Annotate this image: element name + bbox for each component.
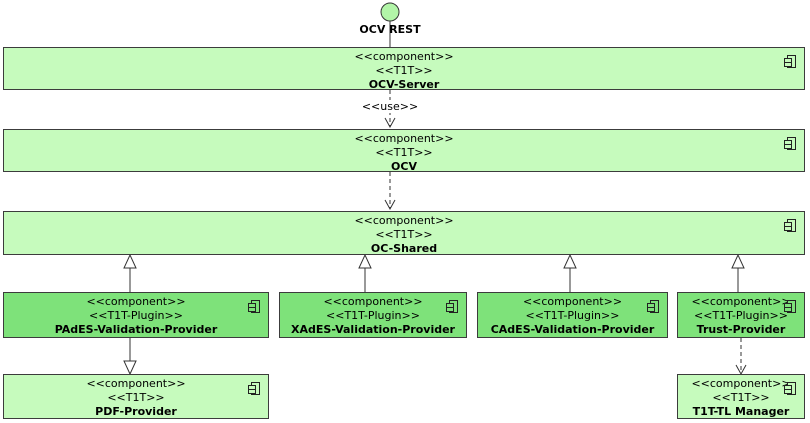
stereotype-label: <<component>>: [354, 50, 454, 63]
component-icon: [784, 382, 796, 395]
component-pades-validation-provider[interactable]: <<component>> <<T1T-Plugin>> PAdES-Valid…: [3, 292, 269, 338]
tag-label: <<T1T>>: [375, 64, 433, 77]
stereotype-label: <<component>>: [86, 377, 186, 390]
tag-label: <<T1T>>: [375, 228, 433, 241]
stereotype-label: <<component>>: [354, 214, 454, 227]
tag-label: <<T1T-Plugin>>: [326, 309, 420, 322]
stereotype-label: <<component>>: [691, 295, 791, 308]
stereotype-label: <<component>>: [86, 295, 186, 308]
component-name: XAdES-Validation-Provider: [291, 323, 455, 336]
stereotype-label: <<component>>: [323, 295, 423, 308]
use-stereotype-label: <<use>>: [352, 100, 428, 113]
component-name: PDF-Provider: [95, 405, 177, 418]
component-name: OC-Shared: [370, 242, 438, 255]
component-oc-shared[interactable]: <<component>> <<T1T>> OC-Shared: [3, 211, 805, 255]
component-icon: [784, 55, 796, 68]
component-icon: [784, 219, 796, 232]
tag-label: <<T1T>>: [107, 391, 165, 404]
interface-circle-icon: [380, 2, 400, 22]
pades-generalization-arrowhead: [123, 253, 137, 269]
component-ocv[interactable]: <<component>> <<T1T>> OCV: [3, 129, 805, 173]
stereotype-label: <<component>>: [691, 377, 791, 390]
component-name: OCV: [391, 160, 417, 173]
tag-label: <<T1T-Plugin>>: [525, 309, 620, 322]
use-dependency-arrowhead: [384, 117, 396, 129]
stereotype-label: <<component>>: [522, 295, 623, 308]
component-name: PAdES-Validation-Provider: [54, 323, 218, 336]
component-icon: [647, 300, 659, 313]
component-pdf-provider[interactable]: <<component>> <<T1T>> PDF-Provider: [3, 374, 269, 419]
component-ocv-server[interactable]: <<component>> <<T1T>> OCV-Server: [3, 47, 805, 91]
interface-label: OCV REST: [359, 23, 421, 36]
tag-label: <<T1T-Plugin>>: [89, 309, 183, 322]
stereotype-label: <<component>>: [354, 132, 454, 145]
component-name: Trust-Provider: [696, 323, 786, 336]
trust-generalization-arrowhead: [731, 253, 745, 269]
component-icon: [784, 300, 796, 313]
component-trust-provider[interactable]: <<component>> <<T1T-Plugin>> Trust-Provi…: [677, 292, 805, 338]
tag-label: <<T1T-Plugin>>: [694, 309, 788, 322]
component-icon: [248, 300, 260, 313]
tag-label: <<T1T>>: [712, 391, 770, 404]
component-icon: [446, 300, 458, 313]
ocv-shared-dependency-arrowhead: [384, 199, 396, 211]
component-t1t-tl-manager[interactable]: <<component>> <<T1T>> T1T-TL Manager: [677, 374, 805, 419]
component-icon: [248, 382, 260, 395]
component-cades-validation-provider[interactable]: <<component>> <<T1T-Plugin>> CAdES-Valid…: [477, 292, 668, 338]
component-name: T1T-TL Manager: [692, 405, 790, 418]
component-xades-validation-provider[interactable]: <<component>> <<T1T-Plugin>> XAdES-Valid…: [279, 292, 467, 338]
component-name: CAdES-Validation-Provider: [490, 323, 655, 336]
component-name: OCV-Server: [368, 78, 440, 91]
xades-generalization-arrowhead: [358, 253, 372, 269]
pdf-generalization-arrowhead: [123, 360, 137, 376]
component-icon: [784, 137, 796, 150]
cades-generalization-arrowhead: [563, 253, 577, 269]
tag-label: <<T1T>>: [375, 146, 433, 159]
